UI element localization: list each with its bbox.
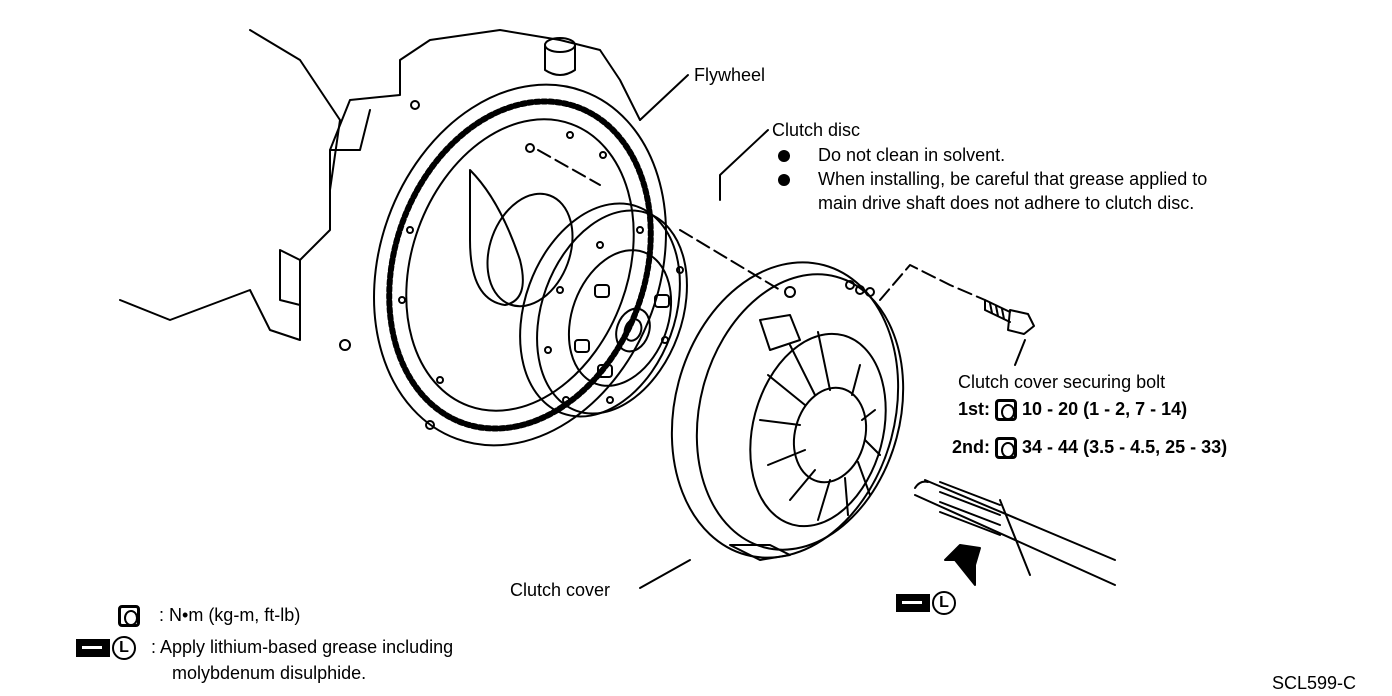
note-text: When installing, be careful that grease … bbox=[818, 169, 1208, 189]
legend-grease-line2: molybdenum disulphide. bbox=[172, 663, 367, 683]
note-text: Do not clean in solvent. bbox=[818, 145, 1006, 165]
lithium-grease-icon: L bbox=[932, 591, 956, 616]
clutch-cover bbox=[670, 261, 905, 561]
clutch-disc-note-2-cont: main drive shaft does not adhere to clut… bbox=[818, 193, 1195, 213]
bolt-label: Clutch cover securing bolt bbox=[958, 372, 1166, 392]
figure-code: SCL599-C bbox=[1272, 673, 1357, 693]
grease-icon bbox=[896, 594, 930, 613]
flywheel-label: Flywheel bbox=[694, 65, 766, 85]
torque-wrench-icon bbox=[995, 399, 1018, 422]
legend-grease-text: : Apply lithium-based grease including bbox=[151, 637, 454, 657]
torque-wrench-icon bbox=[995, 437, 1018, 460]
torque-first-row: 1st: 10 - 20 (1 - 2, 7 - 14) bbox=[958, 398, 1188, 422]
securing-bolt bbox=[984, 299, 1035, 335]
torque-second-row: 2nd: 34 - 44 (3.5 - 4.5, 25 - 33) bbox=[952, 436, 1228, 460]
lithium-grease-icon: L bbox=[112, 636, 136, 661]
clutch-disc-label: Clutch disc bbox=[772, 120, 861, 140]
legend-torque: : N•m (kg-m, ft-lb) bbox=[118, 604, 301, 628]
leader-lines bbox=[537, 74, 1026, 589]
clutch-cover-label: Clutch cover bbox=[510, 580, 611, 600]
clutch-disc-note-2: When installing, be careful that grease … bbox=[778, 167, 1207, 191]
bullet-icon bbox=[778, 174, 790, 187]
legend-torque-text: : N•m (kg-m, ft-lb) bbox=[159, 605, 301, 625]
grease-arrow bbox=[944, 544, 981, 586]
clutch-disc-note-1: Do not clean in solvent. bbox=[778, 143, 1005, 167]
torque-wrench-icon bbox=[118, 605, 140, 628]
shaft-grease-symbol: L bbox=[896, 591, 956, 616]
clutch-disc bbox=[519, 202, 688, 418]
bullet-icon bbox=[778, 150, 790, 163]
torque-second-prefix: 2nd: bbox=[952, 437, 990, 457]
legend-grease: L : Apply lithium-based grease including bbox=[76, 636, 454, 661]
flywheel bbox=[339, 83, 667, 447]
torque-second-value: 34 - 44 (3.5 - 4.5, 25 - 33) bbox=[1022, 437, 1228, 457]
torque-first-value: 10 - 20 (1 - 2, 7 - 14) bbox=[1022, 399, 1188, 419]
torque-first-prefix: 1st: bbox=[958, 399, 991, 419]
grease-icon bbox=[76, 639, 110, 658]
engine-block bbox=[119, 29, 641, 341]
main-drive-shaft bbox=[914, 479, 1116, 586]
